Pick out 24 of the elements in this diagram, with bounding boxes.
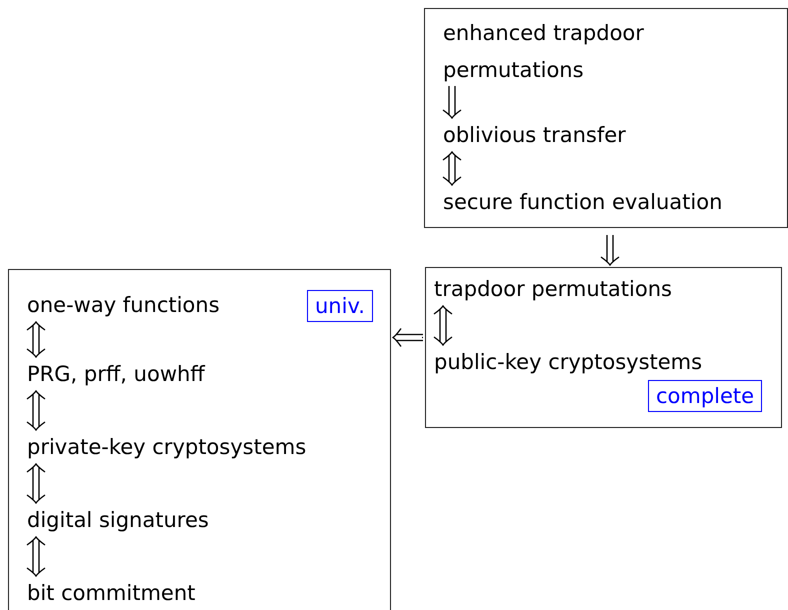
double-arrow: [433, 305, 453, 346]
statement-text: secure function evaluation: [443, 189, 773, 215]
tag-label: univ.: [307, 290, 373, 322]
statement-text: bit commitment: [27, 580, 357, 606]
double-arrow: [600, 234, 620, 266]
statement-text: one-way functions: [27, 292, 287, 318]
group-box: [425, 267, 782, 428]
statement-text: enhanced trapdoor permutations: [443, 15, 673, 79]
double-arrow: [26, 463, 46, 504]
double-arrow: [442, 85, 462, 119]
statement-text: digital signatures: [27, 507, 357, 533]
double-arrow: [26, 321, 46, 358]
tag-label: complete: [648, 380, 762, 412]
statement-text: oblivious transfer: [443, 122, 773, 148]
statement-text: PRG, prff, uowhff: [27, 361, 357, 387]
double-arrow: [392, 328, 424, 348]
statement-text: private-key cryptosystems: [27, 434, 357, 460]
double-arrow: [442, 151, 462, 186]
double-arrow: [26, 390, 46, 431]
double-arrow: [26, 536, 46, 577]
statement-text: public-key cryptosystems: [434, 349, 764, 375]
statement-text: trapdoor permutations: [434, 276, 764, 302]
group-box: [424, 8, 788, 228]
group-box: [8, 269, 391, 610]
